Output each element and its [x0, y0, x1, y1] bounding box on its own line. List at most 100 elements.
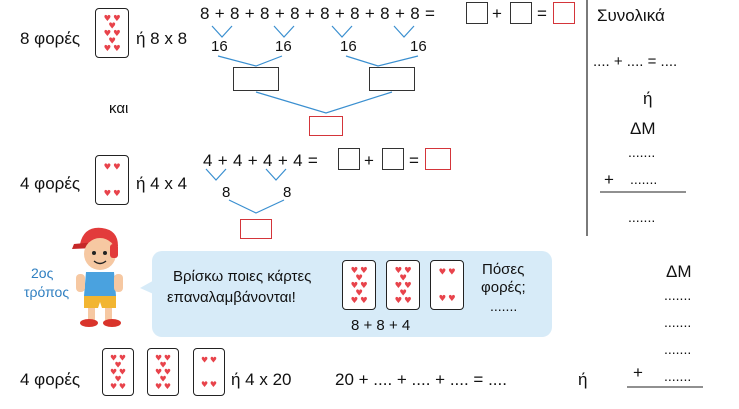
right-panel-or: ή — [643, 89, 653, 108]
svg-text:♥: ♥ — [395, 265, 403, 275]
bottom-times-label: 4 φορές — [20, 370, 81, 389]
svg-text:♥: ♥ — [114, 375, 121, 384]
svg-text:♥: ♥ — [159, 375, 166, 384]
bottom-sum-expression: 20 + .... + .... + .... = .... — [335, 370, 507, 389]
partial-16-d: 16 — [410, 38, 427, 55]
partial-16-c: 16 — [340, 38, 357, 55]
boy-character-icon — [72, 227, 123, 327]
hearts-icon: ♥♥ ♥♥ — [201, 355, 217, 389]
svg-text:♥: ♥ — [395, 295, 403, 305]
svg-text:♥: ♥ — [159, 361, 166, 370]
hearts-icon: ♥♥ ♥ ♥♥ ♥ ♥♥ — [104, 13, 121, 53]
svg-text:♥: ♥ — [351, 265, 359, 275]
row1-sum-box-left[interactable] — [233, 67, 279, 91]
row1-answer-box-2[interactable] — [510, 2, 532, 24]
svg-text:♥: ♥ — [104, 43, 112, 53]
right-bottom-dots-1: ....... — [664, 287, 692, 303]
right-panel-plus: + — [604, 170, 614, 189]
svg-text:♥: ♥ — [104, 188, 112, 198]
right-panel-dots-2: ....... — [630, 171, 658, 187]
right-panel-title: Συνολικά — [597, 6, 665, 25]
row1-total-box[interactable] — [309, 116, 343, 136]
right-bottom-dots-2: ....... — [664, 314, 692, 330]
svg-text:♥: ♥ — [104, 162, 112, 172]
hearts-icon: ♥♥♥ ♥♥♥ ♥♥ — [110, 354, 126, 391]
row1-result-box[interactable] — [553, 2, 575, 24]
hearts-icon: ♥♥♥ ♥♥♥ ♥♥ — [155, 354, 171, 391]
row1-sum-expression: 8 + 8 + 8 + 8 + 8 + 8 + 8 + 8 = — [200, 4, 436, 23]
partial-8-a: 8 — [222, 184, 231, 201]
svg-text:♥: ♥ — [113, 13, 121, 23]
right-bottom-dm-header: ΔΜ — [666, 262, 692, 281]
bubble-card-8-a: ♥♥♥ ♥♥♥ ♥♥ — [342, 260, 376, 310]
bubble-card-8-b: ♥♥♥ ♥♥♥ ♥♥ — [386, 260, 420, 310]
svg-text:♥: ♥ — [119, 354, 126, 363]
hearts-icon: ♥♥♥ ♥♥♥ ♥♥ — [351, 265, 368, 305]
svg-text:♥: ♥ — [404, 295, 412, 305]
bubble-question-line1: Πόσες — [482, 261, 525, 278]
bubble-text-line1: Βρίσκω ποιες κάρτες — [173, 268, 312, 285]
svg-text:♥: ♥ — [439, 293, 447, 303]
svg-text:♥: ♥ — [155, 382, 162, 391]
svg-text:♥: ♥ — [448, 293, 456, 303]
svg-text:♥: ♥ — [399, 272, 407, 282]
right-bottom-dots-4: ....... — [664, 368, 692, 384]
svg-text:♥: ♥ — [113, 162, 121, 172]
row2-answer-box-1[interactable] — [338, 148, 360, 170]
svg-text:♥: ♥ — [155, 354, 162, 363]
svg-text:♥: ♥ — [155, 368, 162, 377]
and-label: και — [109, 100, 129, 117]
row2-result-box[interactable] — [425, 148, 451, 170]
svg-text:♥: ♥ — [104, 13, 112, 23]
row1-sum-box-right[interactable] — [369, 67, 415, 91]
row1-plus: + — [492, 4, 502, 23]
svg-text:♥: ♥ — [355, 287, 363, 297]
svg-text:♥: ♥ — [448, 267, 456, 277]
svg-text:♥: ♥ — [110, 368, 117, 377]
svg-text:♥: ♥ — [360, 295, 368, 305]
partial-16-b: 16 — [275, 38, 292, 55]
row2-total-box[interactable] — [240, 219, 272, 239]
row2-answer-box-2[interactable] — [382, 148, 404, 170]
right-panel-dots-3: ....... — [628, 209, 656, 225]
svg-text:♥: ♥ — [119, 368, 126, 377]
right-panel-dots-1: ....... — [628, 144, 656, 160]
svg-text:♥: ♥ — [114, 361, 121, 370]
svg-text:♥: ♥ — [399, 287, 407, 297]
row1-answer-box-1[interactable] — [466, 2, 488, 24]
svg-text:♥: ♥ — [164, 354, 171, 363]
right-panel-equation: .... + .... = .... — [593, 53, 678, 70]
svg-text:♥: ♥ — [104, 28, 112, 38]
svg-text:♥: ♥ — [404, 280, 412, 290]
bottom-card-8-b: ♥♥♥ ♥♥♥ ♥♥ — [147, 348, 179, 396]
svg-text:♥: ♥ — [110, 382, 117, 391]
svg-text:♥: ♥ — [201, 380, 208, 389]
heart-card-4: ♥♥ ♥♥ — [95, 155, 129, 205]
svg-text:♥: ♥ — [108, 35, 116, 45]
bottom-plus: + — [633, 363, 643, 382]
svg-text:♥: ♥ — [404, 265, 412, 275]
row2-equals: = — [409, 151, 419, 170]
svg-text:♥: ♥ — [164, 368, 171, 377]
bottom-or-label: ή 4 x 20 — [231, 370, 292, 389]
row1-times-label: 8 φορές — [20, 29, 81, 48]
right-bottom-dots-3: ....... — [664, 341, 692, 357]
bottom-card-4: ♥♥ ♥♥ — [193, 348, 225, 396]
svg-text:♥: ♥ — [108, 20, 116, 30]
bottom-or-text: ή — [578, 370, 588, 389]
heart-card-8: ♥♥ ♥ ♥♥ ♥ ♥♥ — [95, 8, 129, 58]
svg-text:♥: ♥ — [201, 355, 208, 364]
svg-text:♥: ♥ — [351, 295, 359, 305]
svg-text:♥: ♥ — [113, 188, 121, 198]
row1-or-label: ή 8 x 8 — [136, 29, 188, 48]
second-way-label-2: τρόπος — [24, 284, 70, 300]
svg-text:♥: ♥ — [395, 280, 403, 290]
svg-text:♥: ♥ — [439, 267, 447, 277]
bubble-card-4: ♥♥ ♥♥ — [430, 260, 464, 310]
bubble-answer-dots: ....... — [490, 298, 518, 314]
row2-sum-expression: 4 + 4 + 4 + 4 = — [203, 151, 319, 170]
partial-16-a: 16 — [211, 38, 228, 55]
svg-text:♥: ♥ — [113, 28, 121, 38]
hearts-icon: ♥♥ ♥♥ — [104, 162, 121, 198]
svg-text:♥: ♥ — [360, 280, 368, 290]
